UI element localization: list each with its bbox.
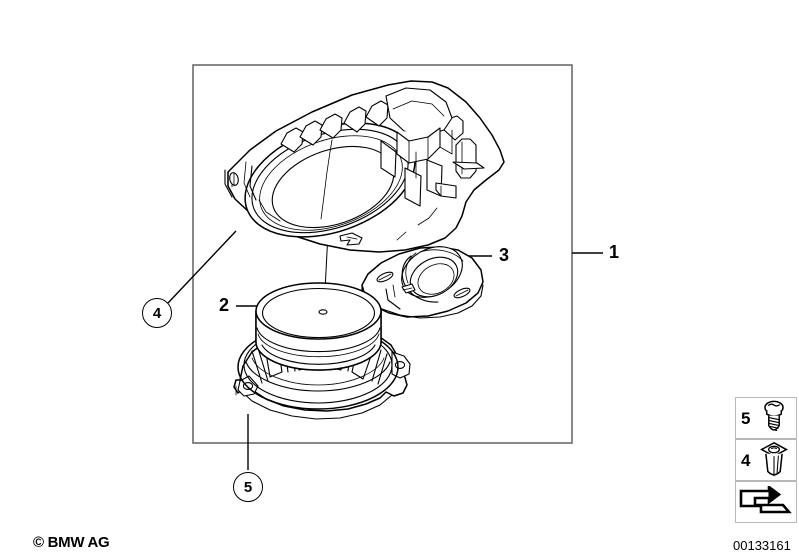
installation-direction-arrow-icon	[739, 486, 792, 514]
callout-4-circled: 4	[142, 298, 172, 328]
bracket-right-clips	[435, 138, 485, 199]
assembly-group-frame	[192, 64, 573, 444]
expanding-rivet-icon	[760, 441, 788, 477]
callout-3: 3	[499, 245, 510, 265]
callout-4-label: 4	[152, 304, 162, 322]
legend-row-rivet-number: 4	[741, 451, 751, 470]
copyright-notice: © BMW AG	[33, 534, 110, 551]
speaker-mounting-bracket	[224, 80, 505, 253]
legend-row-screw: 5	[735, 397, 797, 439]
speaker-unit	[233, 282, 411, 420]
leader-4	[167, 230, 237, 304]
speaker-gasket-adapter	[361, 246, 484, 319]
legend-row-direction	[735, 481, 797, 523]
diagram-id: 00133161	[733, 538, 791, 553]
fillister-head-self-tapping-screw-icon	[764, 400, 784, 432]
bracket-connector-housing	[380, 87, 453, 207]
bracket-bottom-clip	[339, 232, 363, 246]
callout-5-label: 5	[243, 478, 253, 496]
legend-row-screw-number: 5	[741, 409, 751, 428]
callout-1: 1	[609, 242, 620, 262]
legend-box: 5 4	[735, 397, 797, 531]
callout-2: 2	[219, 295, 230, 315]
legend-row-rivet: 4	[735, 439, 797, 481]
callout-5-circled: 5	[233, 472, 263, 502]
